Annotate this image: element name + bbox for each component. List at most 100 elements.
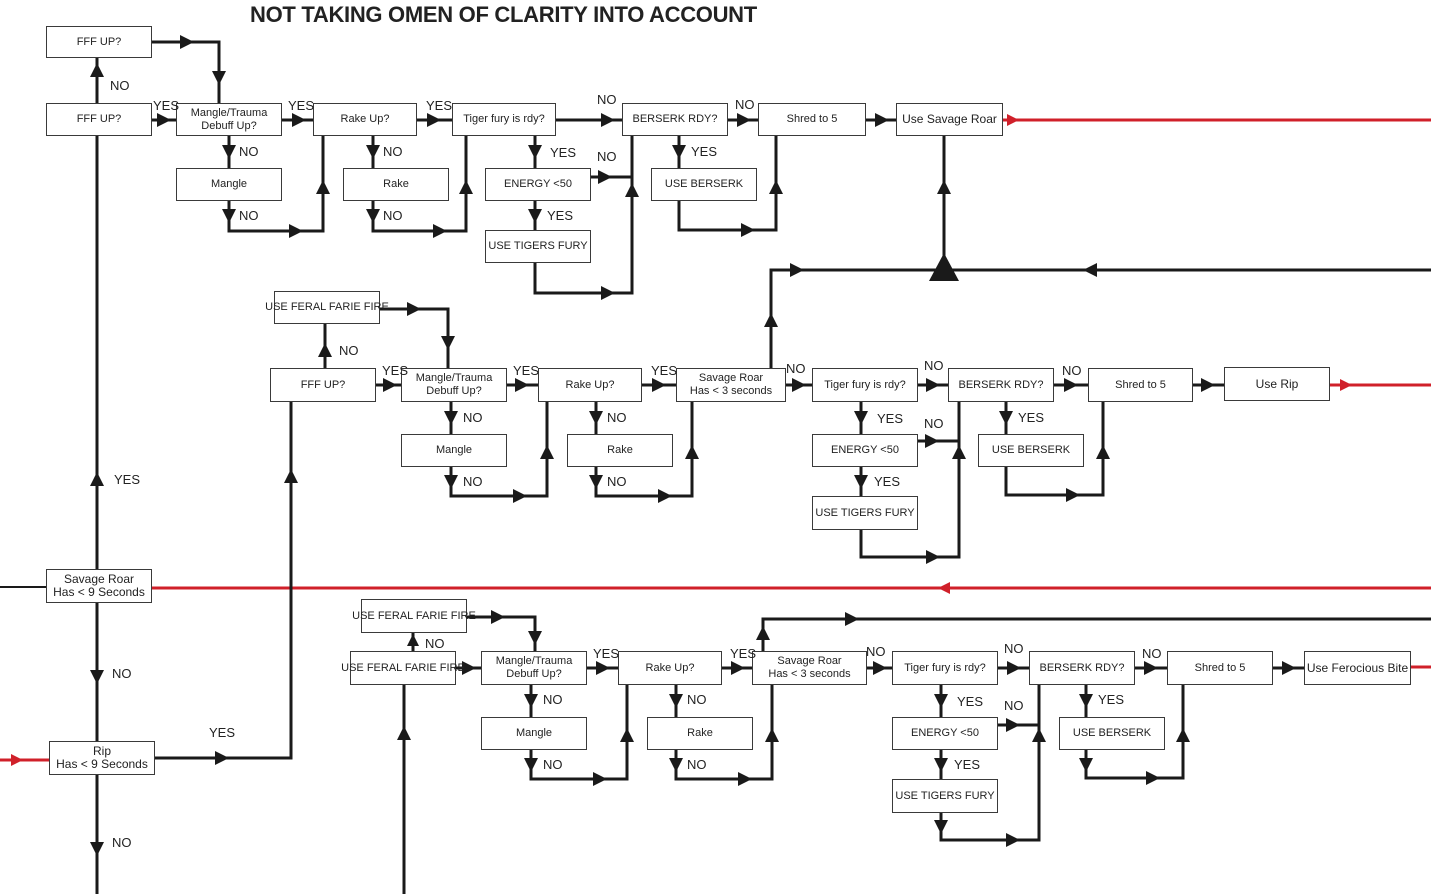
connector-line-67: [939, 668, 1041, 842]
arrowhead-icon: [601, 286, 615, 300]
node-text: BERSERK RDY?: [1039, 661, 1125, 674]
edge-label-yes: YES: [730, 646, 757, 661]
edge-label-no: NO: [1062, 363, 1082, 378]
node-text: ENERGY <50: [831, 444, 899, 456]
arrowhead-icon: [459, 180, 473, 194]
arrowhead-icon: [1083, 263, 1097, 277]
arrowhead-icon: [952, 445, 966, 459]
node-text: FFF UP?: [76, 113, 122, 125]
node-use-berserk-1: USE BERSERK: [651, 168, 757, 201]
node-text: Savage Roar: [63, 572, 135, 586]
arrowhead-icon: [845, 612, 859, 626]
node-text: USE FERAL FARIE FIRE: [352, 609, 476, 622]
edge-label-yes: YES: [874, 474, 901, 489]
connector-line-46: [859, 385, 961, 559]
edge-label-no: NO: [786, 361, 806, 376]
edge-label-no: NO: [463, 474, 483, 489]
node-use-tigers-fury-2: USE TIGERS FURY: [812, 496, 918, 530]
node-text: Rake: [607, 444, 633, 456]
node-use-tigers-fury-3: USE TIGERS FURY: [892, 779, 998, 813]
arrowhead-icon: [513, 489, 527, 503]
node-use-rip: Use Rip: [1224, 367, 1330, 401]
edge-label-yes: YES: [550, 145, 577, 160]
node-text: Mangle/Trauma: [190, 106, 268, 119]
node-text: USE TIGERS FURY: [488, 240, 588, 252]
node-text: Shred to 5: [1115, 378, 1166, 391]
edge-label-yes: YES: [382, 363, 409, 378]
node-fff-up-2: FFF UP?: [270, 368, 376, 402]
edge-label-yes: YES: [288, 98, 315, 113]
node-text: USE TIGERS FURY: [895, 789, 995, 802]
edge-label-yes: YES: [691, 144, 718, 159]
edge-label-no: NO: [383, 208, 403, 223]
arrowhead-icon: [427, 113, 441, 127]
node-energy-2: ENERGY <50: [812, 434, 918, 467]
node-use-berserk-2: USE BERSERK: [978, 434, 1084, 467]
arrowhead-icon: [934, 758, 948, 772]
arrowhead-icon: [407, 634, 419, 646]
edge-label-yes: YES: [209, 725, 236, 740]
edge-label-no: NO: [543, 757, 563, 772]
node-text: Mangle/Trauma: [415, 372, 493, 384]
node-rake-up-3: Rake Up?: [618, 651, 722, 685]
node-rake-3: Rake: [647, 717, 753, 750]
edge-label-no: NO: [597, 92, 617, 107]
edge-label-yes: YES: [513, 363, 540, 378]
arrowhead-icon: [528, 209, 542, 223]
arrowhead-icon: [366, 145, 380, 159]
arrowhead-icon: [397, 726, 411, 740]
node-use-ff-3b: USE FERAL FARIE FIRE: [341, 651, 465, 685]
arrowhead-icon: [926, 378, 940, 392]
node-text: USE FERAL FARIE FIRE: [265, 301, 389, 313]
arrowhead-icon: [528, 145, 542, 159]
node-text: Tiger fury is rdy?: [904, 661, 986, 674]
arrowhead-icon: [873, 661, 887, 675]
arrowhead-icon: [598, 170, 612, 184]
edge-label-no: NO: [687, 757, 707, 772]
arrowhead-icon: [625, 183, 639, 197]
arrowhead-icon: [316, 180, 330, 194]
edge-label-no: NO: [543, 692, 563, 707]
node-berserk-rdy-3: BERSERK RDY?: [1029, 651, 1135, 685]
arrowhead-icon: [540, 445, 554, 459]
arrowhead-icon: [1006, 833, 1020, 847]
connector-line-24: [533, 120, 634, 295]
node-fff-up-top: FFF UP?: [46, 26, 152, 58]
arrowhead-icon: [222, 209, 236, 223]
arrowhead-icon: [672, 145, 686, 159]
arrowhead-icon: [738, 772, 752, 786]
arrowhead-icon: [433, 224, 447, 238]
arrowhead-icon: [790, 263, 804, 277]
arrowhead-icon: [491, 610, 505, 624]
arrowhead-icon: [366, 209, 380, 223]
edge-label-no: NO: [383, 144, 403, 159]
arrowhead-icon: [90, 472, 104, 486]
node-tiger-fury-1: Tiger fury is rdy?: [452, 103, 556, 136]
node-text: Savage Roar: [698, 372, 764, 384]
arrowhead-icon: [669, 694, 683, 708]
edge-label-yes: YES: [153, 98, 180, 113]
edge-label-no: NO: [239, 144, 259, 159]
node-rake-1: Rake: [343, 168, 449, 201]
merge-arrow-icon: [929, 253, 959, 281]
node-text: Shred to 5: [1194, 661, 1246, 674]
edge-label-yes: YES: [651, 363, 678, 378]
edge-label-no: NO: [597, 149, 617, 164]
arrowhead-icon: [1146, 771, 1160, 785]
node-text: Debuff Up?: [426, 385, 482, 397]
node-shred-3: Shred to 5: [1167, 651, 1273, 685]
node-use-ff-3a: USE FERAL FARIE FIRE: [352, 599, 476, 633]
node-text: Rake Up?: [565, 378, 615, 391]
arrowhead-icon: [284, 469, 298, 483]
arrowhead-icon: [1007, 114, 1019, 126]
node-energy-3: ENERGY <50: [892, 717, 998, 750]
node-text: ENERGY <50: [504, 178, 572, 190]
node-mangle-1: Mangle: [176, 168, 282, 201]
node-use-ff-2: USE FERAL FARIE FIRE: [265, 291, 389, 324]
arrowhead-icon: [854, 411, 868, 425]
edge-label-no: NO: [463, 410, 483, 425]
connector-line-49: [1004, 385, 1105, 497]
node-text: Has < 3 seconds: [689, 385, 773, 397]
arrowhead-icon: [1096, 445, 1110, 459]
